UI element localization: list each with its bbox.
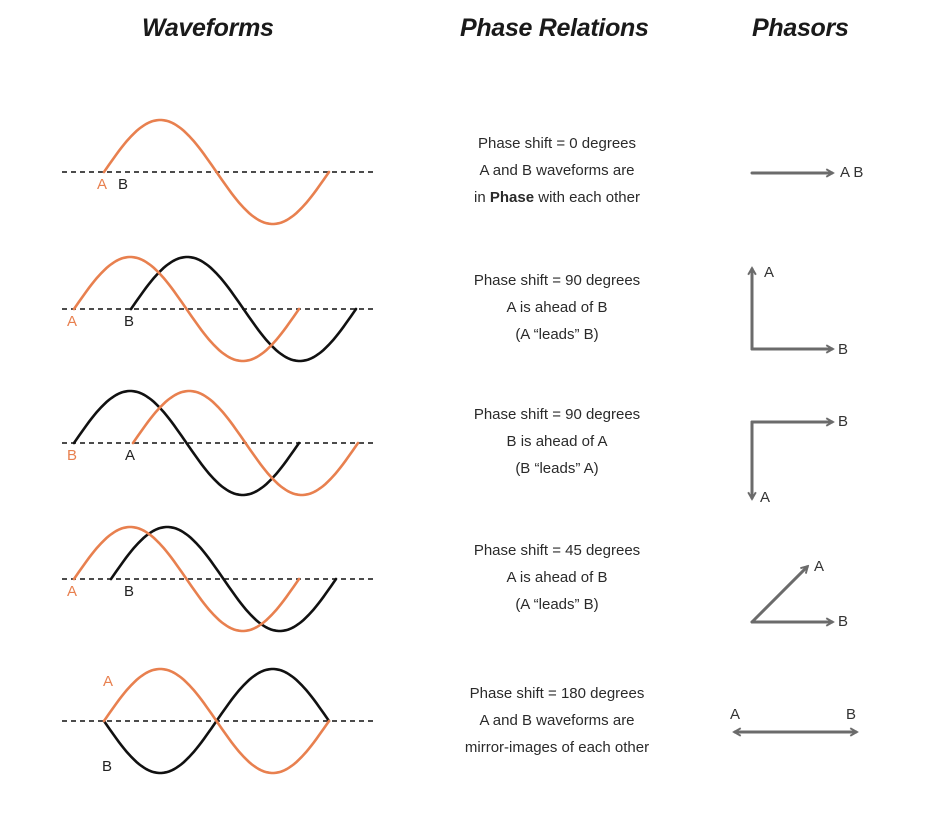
row-3-wave-label-orange: B	[67, 447, 78, 464]
row-5-line-3: mirror-images of each other	[464, 739, 650, 756]
row-3-line-3: (B “leads” A)	[515, 460, 599, 477]
row-1-wave-label-a: A	[97, 176, 108, 193]
row-1-line-3-pre: in	[474, 189, 490, 206]
row-4-line-2: A is ahead of B	[506, 569, 608, 586]
waveforms-heading: Waveforms	[142, 14, 274, 42]
row-2-line-1: Phase shift = 90 degrees	[473, 272, 641, 289]
row-1-line-1: Phase shift = 0 degrees	[477, 135, 637, 152]
row-5-description: Phase shift = 180 degrees A and B wavefo…	[427, 680, 687, 761]
row-4-phasor-a	[750, 564, 810, 624]
row-4-wave-label-b: B	[124, 583, 135, 600]
row-2-phasor-label-a: A	[764, 264, 775, 281]
row-4-wave-label-a: A	[67, 583, 78, 600]
row-1-line-3-bold: Phase	[489, 189, 535, 206]
row-2-phasor-label-b: B	[838, 341, 849, 358]
row-1-waveform-orange	[102, 118, 331, 226]
row-5-line-2: A and B waveforms are	[479, 712, 635, 729]
row-1-description: Phase shift = 0 degrees A and B waveform…	[427, 130, 687, 211]
row-2-line-3: (A “leads” B)	[515, 326, 599, 343]
row-1-phasor-label: A B	[840, 164, 864, 181]
row-4-line-3: (A “leads” B)	[515, 596, 599, 613]
row-5-wave-label-b: B	[102, 758, 113, 775]
row-3-wave-label-black: A	[125, 447, 136, 464]
row-4-description: Phase shift = 45 degrees A is ahead of B…	[427, 537, 687, 618]
row-1-wave-label-b: B	[118, 176, 129, 193]
row-1-line-3: in Phase with each other	[427, 184, 687, 211]
row-3-waveform-black	[72, 389, 301, 497]
row-4-line-1: Phase shift = 45 degrees	[473, 542, 641, 559]
row-4-phasor-label-b: B	[838, 613, 849, 630]
row-2-line-2: A is ahead of B	[506, 299, 608, 316]
row-5-line-1: Phase shift = 180 degrees	[469, 685, 645, 702]
row-3-description: Phase shift = 90 degrees B is ahead of A…	[427, 401, 687, 482]
row-1-line-3-post: with each other	[534, 189, 640, 206]
row-1-line-2: A and B waveforms are	[479, 162, 635, 179]
row-2-waveform-orange	[72, 255, 301, 363]
row-3-waveform-orange	[131, 389, 360, 497]
row-2-wave-label-a: A	[67, 313, 78, 330]
row-4-waveform-orange	[72, 525, 301, 633]
row-5-phasor-label-a: A	[730, 706, 741, 723]
row-2-description: Phase shift = 90 degrees A is ahead of B…	[427, 267, 687, 348]
phase-relations-heading: Phase Relations	[460, 14, 649, 42]
row-3-line-1: Phase shift = 90 degrees	[473, 406, 641, 423]
row-4-phasor-label-a: A	[814, 558, 825, 575]
phasors-heading: Phasors	[752, 14, 849, 42]
row-5-phasor-label-b: B	[846, 706, 857, 723]
row-5-waveform-orange	[102, 667, 331, 775]
row-2-wave-label-b: B	[124, 313, 135, 330]
row-5-wave-label-a: A	[103, 673, 114, 690]
row-3-phasor-label-b: B	[838, 413, 849, 430]
row-2-waveform-black	[129, 255, 358, 363]
row-3-phasor-label-a: A	[760, 489, 771, 506]
row-3-line-2: B is ahead of A	[506, 433, 608, 450]
